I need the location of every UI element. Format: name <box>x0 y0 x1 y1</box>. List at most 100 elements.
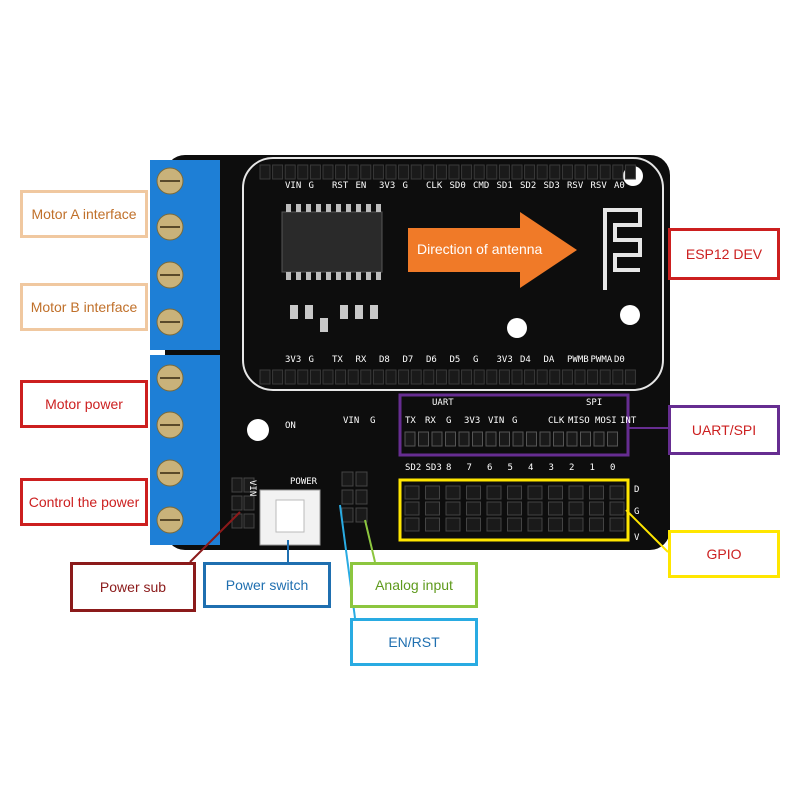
header-pin <box>574 369 586 385</box>
mount-hole <box>507 318 527 338</box>
uart-spi-pin <box>593 431 605 447</box>
antenna-direction-arrow <box>408 212 577 288</box>
header-pin <box>486 164 498 180</box>
analog-en-pin <box>355 471 368 487</box>
gpio-leader-line <box>625 509 669 553</box>
header-pin <box>461 164 473 180</box>
header-pin <box>335 369 347 385</box>
header-pin-label: VIN <box>285 181 301 191</box>
gpio-pin <box>486 517 502 532</box>
header-pin <box>587 164 599 180</box>
gpio-pin <box>568 501 584 516</box>
analog-en-pin <box>355 489 368 505</box>
header-pin <box>385 164 397 180</box>
header-pin-label: SD2 <box>520 181 536 191</box>
header-pin-label: CMD <box>473 181 489 191</box>
header-pin <box>372 369 384 385</box>
chip-pin <box>296 204 301 212</box>
header-pin-label: D4 <box>520 355 531 365</box>
header-pin <box>410 369 422 385</box>
header-pin <box>448 164 460 180</box>
header-pin <box>423 369 435 385</box>
spi-pin-label: CLK <box>548 416 565 426</box>
gpio-pin <box>527 517 543 532</box>
antenna-direction-text: Direction of antenna <box>417 241 543 257</box>
uart-pin-label: TX <box>405 416 416 426</box>
header-pin <box>561 369 573 385</box>
gpio-pin <box>445 517 461 532</box>
gpio-number-label: 7 <box>467 463 472 473</box>
gpio-number-label: 2 <box>569 463 574 473</box>
chip-pin <box>336 204 341 212</box>
gpio-pin <box>404 517 420 532</box>
gpio-number-label: 3 <box>549 463 554 473</box>
chip-pin <box>366 204 371 212</box>
chip-pin <box>346 204 351 212</box>
header-pin-label: SD1 <box>497 181 513 191</box>
header-pin <box>536 369 548 385</box>
header-pin <box>347 369 359 385</box>
gpio-pin <box>548 501 563 516</box>
chip-pin <box>326 272 331 280</box>
power-label: POWER <box>290 477 318 487</box>
header-pin <box>259 164 271 180</box>
vin-label: VIN <box>343 416 359 426</box>
header-pin <box>624 164 636 180</box>
header-pin <box>524 369 536 385</box>
power-sub-callout-text: Power sub <box>99 579 167 595</box>
gpio-number-label: 5 <box>508 463 513 473</box>
chip-pin <box>326 204 331 212</box>
chip-pin <box>376 204 381 212</box>
power-sub-callout: Power sub <box>70 562 196 612</box>
header-pin <box>599 369 611 385</box>
gpio-number-label: 6 <box>487 463 492 473</box>
row-g-label: G <box>634 507 639 517</box>
header-pin <box>309 164 321 180</box>
spi-label: SPI <box>586 398 602 408</box>
uart-spi-pin <box>472 431 483 447</box>
analog-en-pin <box>341 471 354 487</box>
chip-pin <box>286 272 291 280</box>
header-pin <box>322 164 334 180</box>
header-pin-label: RSV <box>567 181 584 191</box>
header-pin <box>435 164 447 180</box>
uart-spi-callout: UART/SPI <box>668 405 780 455</box>
gpio-pin <box>425 501 440 516</box>
motor-power-callout: Motor power <box>20 380 148 428</box>
header-pin <box>612 369 624 385</box>
header-pin <box>599 164 611 180</box>
uart-pin-label: RX <box>425 416 436 426</box>
power-switch-button[interactable] <box>275 499 305 533</box>
gpio-highlight <box>398 478 630 542</box>
gpio-pin <box>425 517 440 532</box>
header-pin-label: 3V3 <box>497 355 513 365</box>
header-pin <box>372 164 384 180</box>
gpio-pin <box>507 517 522 532</box>
on-label: ON <box>285 421 296 431</box>
header-pin-label: RX <box>356 355 367 365</box>
smd-component <box>305 305 313 319</box>
uart-spi-pin <box>499 431 510 447</box>
uart-spi-pin <box>553 431 564 447</box>
header-pin <box>524 164 536 180</box>
smd-component <box>355 305 363 319</box>
analog-en-pin <box>341 507 354 523</box>
header-pin <box>549 369 561 385</box>
uart-pin-label: G <box>446 416 451 426</box>
gpio-pin <box>589 485 604 500</box>
uart-spi-pin <box>445 431 456 447</box>
analog-input-callout: Analog input <box>350 562 478 608</box>
chip-pin <box>376 272 381 280</box>
header-pin-label: G <box>403 181 408 191</box>
gpio-pin <box>466 485 481 500</box>
spi-pin-label: INT <box>620 416 637 426</box>
gpio-pin <box>609 517 625 532</box>
header-pin <box>574 164 586 180</box>
header-pin-label: 3V3 <box>379 181 395 191</box>
header-pin <box>385 369 397 385</box>
smd-component <box>370 305 378 319</box>
header-pin <box>498 164 510 180</box>
control-the-power-callout: Control the power <box>20 478 148 526</box>
header-pin <box>335 164 347 180</box>
